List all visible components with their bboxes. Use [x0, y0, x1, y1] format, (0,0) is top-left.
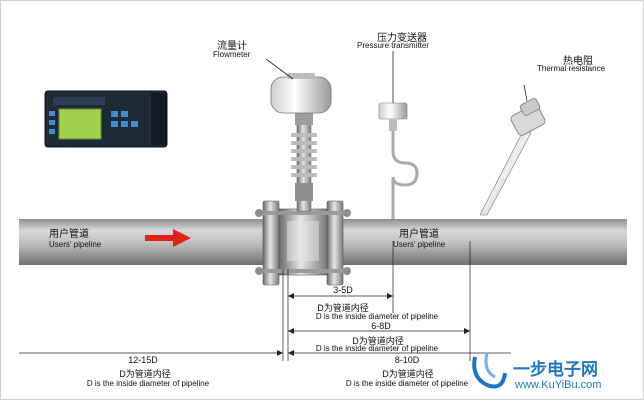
- flowmeter: [255, 58, 351, 286]
- dimension-arrowheads: [277, 293, 470, 356]
- pipe-right-label-en: Users' pipeline: [393, 240, 446, 249]
- thermal-label-cn: 热电阻: [563, 56, 593, 67]
- dim-12-15d-cn: D为管道内径: [119, 369, 171, 379]
- flowmeter-label-en: Flowmeter: [213, 50, 251, 59]
- display-screen: [58, 108, 102, 140]
- pressure-transmitter: [378, 51, 419, 219]
- dimension-lines: [19, 241, 511, 361]
- dim-6-8d-en: D is the inside diameter of pipeline: [315, 344, 439, 353]
- pipe-left-label-en: Users' pipeline: [49, 240, 102, 249]
- pressure-label-en: Pressure transmitter: [357, 41, 430, 50]
- thermal-resistance: [479, 84, 546, 216]
- display-unit: [44, 90, 168, 148]
- dim-3-5d-value: 3-5D: [333, 285, 353, 295]
- dim-6-8d-value: 6-8D: [371, 321, 391, 331]
- thermal-label-en: Thermal resistance: [537, 64, 606, 73]
- dim-3-5d-en: D is the inside diameter of pipeline: [315, 312, 439, 321]
- watermark-site-name: 一步电子网: [513, 360, 598, 379]
- watermark-url: www.KuYiBu.com: [515, 379, 602, 391]
- pipe-right-label-cn: 用户管道: [399, 229, 439, 240]
- flowmeter-label-cn: 流量计: [217, 41, 247, 52]
- dim-8-10d-cn: D为管道内径: [382, 369, 434, 379]
- dim-12-15d-en: D is the inside diameter of pipeline: [86, 379, 210, 388]
- pressure-label-cn: 压力变送器: [377, 33, 427, 44]
- pipe-left-label-cn: 用户管道: [49, 229, 89, 240]
- dim-12-15d-value: 12-15D: [128, 355, 158, 365]
- dim-8-10d-en: D is the inside diameter of pipeline: [345, 379, 469, 388]
- flow-direction-arrow: [145, 229, 191, 247]
- dim-3-5d-cn: D为管道内径: [317, 303, 369, 313]
- dim-8-10d-value: 8-10D: [394, 355, 420, 365]
- dim-6-8d-cn: D为管道内径: [352, 336, 404, 346]
- watermark-logo: [472, 352, 507, 389]
